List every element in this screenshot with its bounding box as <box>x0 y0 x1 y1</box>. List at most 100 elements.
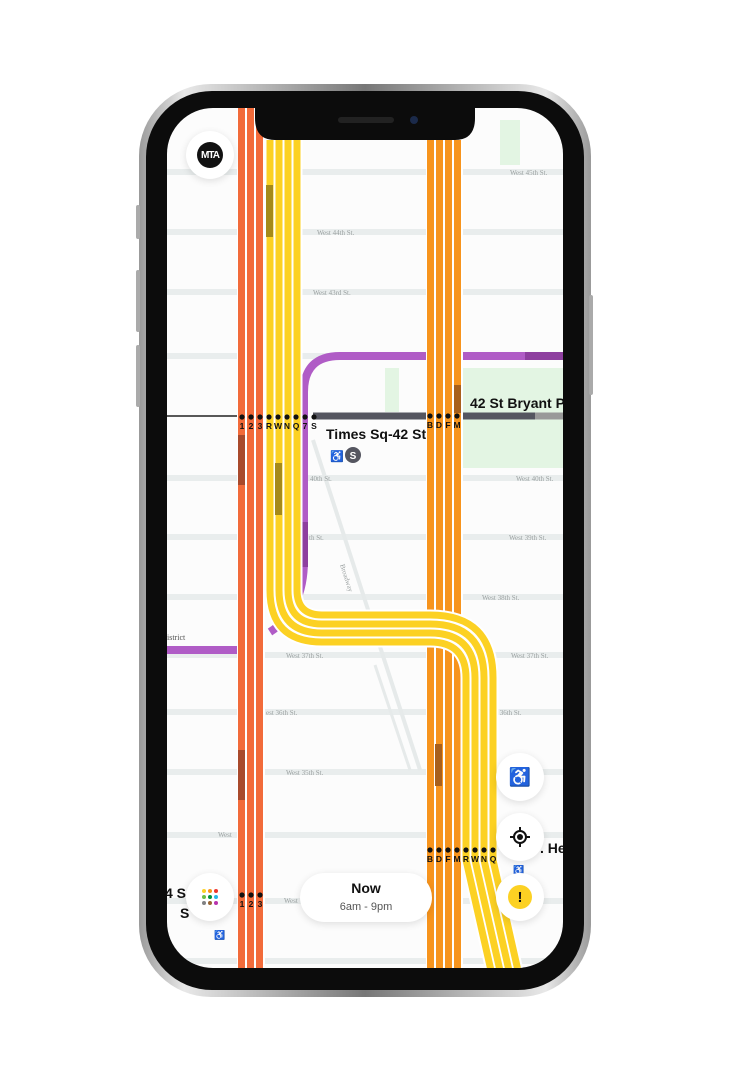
time-selector-label: Now <box>351 880 381 896</box>
svg-text:West 38th St.: West 38th St. <box>482 594 520 602</box>
accessibility-button[interactable]: ♿ <box>496 753 544 801</box>
side-button <box>589 295 593 395</box>
side-button <box>136 270 140 332</box>
route-letter-R[interactable]: R <box>463 854 469 864</box>
svg-text:West 44th St.: West 44th St. <box>317 229 355 237</box>
time-selector[interactable]: Now 6am - 9pm <box>300 873 432 922</box>
station-dot <box>311 414 317 420</box>
station-dot <box>302 414 308 420</box>
accessible-icon: ♿ <box>214 929 225 940</box>
svg-text:West: West <box>284 897 298 905</box>
station-dot <box>436 847 442 853</box>
route-letter-N[interactable]: N <box>481 854 487 864</box>
route-letter-3[interactable]: 3 <box>258 899 263 909</box>
station-dot <box>248 892 254 898</box>
route-letter-7[interactable]: 7 <box>303 421 308 431</box>
svg-text:th St.: th St. <box>309 534 324 542</box>
route-letter-Q[interactable]: Q <box>293 421 300 431</box>
time-selector-range: 6am - 9pm <box>339 901 393 913</box>
svg-text:West: West <box>218 831 232 839</box>
route-letter-D[interactable]: D <box>436 854 442 864</box>
svg-text:istrict: istrict <box>167 633 186 642</box>
station-dot <box>266 414 272 420</box>
station-name-times-sq[interactable]: Times Sq-42 St <box>326 426 426 442</box>
station-dot <box>481 847 487 853</box>
station-dot <box>257 414 263 420</box>
crosshair-icon <box>510 827 530 847</box>
svg-text:West 43rd St.: West 43rd St. <box>313 289 351 297</box>
svg-text:West 40th St.: West 40th St. <box>516 475 554 483</box>
route-letter-1[interactable]: 1 <box>240 899 245 909</box>
route-letter-N[interactable]: N <box>284 421 290 431</box>
route-letter-F[interactable]: F <box>445 854 450 864</box>
station-dot <box>454 847 460 853</box>
route-letter-Q[interactable]: Q <box>490 854 497 864</box>
svg-text:t 36th St.: t 36th St. <box>496 709 522 717</box>
shuttle-badge-label: S <box>350 451 357 462</box>
route-letter-W[interactable]: W <box>274 421 283 431</box>
route-nqrw-lines[interactable] <box>264 140 525 975</box>
station-dot <box>454 413 460 419</box>
route-letter-D[interactable]: D <box>436 420 442 430</box>
route-letter-B[interactable]: B <box>427 854 433 864</box>
station-dot <box>472 847 478 853</box>
locate-me-button[interactable] <box>496 813 544 861</box>
route-letter-1[interactable]: 1 <box>240 421 245 431</box>
station-dot <box>436 413 442 419</box>
station-dot <box>445 413 451 419</box>
shuttle-badge <box>345 447 361 463</box>
route-letter-F[interactable]: F <box>445 420 450 430</box>
station-dot <box>463 847 469 853</box>
lines-menu-button[interactable] <box>186 873 234 921</box>
route-letter-R[interactable]: R <box>266 421 272 431</box>
svg-text:West 39th St.: West 39th St. <box>509 534 547 542</box>
station-dot <box>427 413 433 419</box>
mta-logo-button[interactable]: MTA <box>186 131 234 179</box>
route-123-lines[interactable] <box>237 108 265 968</box>
mta-logo: MTA <box>197 142 223 168</box>
station-name-bryant-park[interactable]: 42 St Bryant P <box>470 395 565 411</box>
svg-text:West 37th St.: West 37th St. <box>511 652 549 660</box>
grid-icon <box>202 889 218 905</box>
route-bdfm-lines[interactable] <box>426 140 463 968</box>
accessible-icon: ♿ <box>513 864 524 875</box>
notch <box>255 108 475 140</box>
park <box>500 120 520 165</box>
station-dot <box>293 414 299 420</box>
camera <box>410 116 418 124</box>
route-letter-S[interactable]: S <box>311 421 317 431</box>
wheelchair-icon: ♿ <box>508 766 532 787</box>
side-button <box>136 205 140 239</box>
station-dot <box>445 847 451 853</box>
svg-text:est 36th St.: est 36th St. <box>266 709 298 717</box>
route-letter-B[interactable]: B <box>427 420 433 430</box>
station-name-penn[interactable]: 4 S <box>165 885 186 901</box>
route-letter-M[interactable]: M <box>453 420 460 430</box>
park <box>385 368 399 412</box>
station-dot <box>284 414 290 420</box>
station-name-penn-2[interactable]: S <box>180 905 189 921</box>
service-alerts-button[interactable]: ! <box>496 873 544 921</box>
route-letter-3[interactable]: 3 <box>258 421 263 431</box>
svg-text:West 37th St.: West 37th St. <box>286 652 324 660</box>
alert-icon: ! <box>508 885 532 909</box>
side-button <box>136 345 140 407</box>
route-letter-2[interactable]: 2 <box>249 421 254 431</box>
station-dot <box>490 847 496 853</box>
station-dot <box>427 847 433 853</box>
svg-text:West 45th St.: West 45th St. <box>510 169 548 177</box>
station-dot <box>239 414 245 420</box>
route-7-segment <box>525 352 563 360</box>
station-name-herald-sq[interactable]: . He <box>540 840 566 856</box>
station-dot <box>275 414 281 420</box>
route-letter-2[interactable]: 2 <box>249 899 254 909</box>
speaker <box>338 117 394 123</box>
station-dot <box>257 892 263 898</box>
route-letter-M[interactable]: M <box>453 854 460 864</box>
route-letter-W[interactable]: W <box>471 854 480 864</box>
